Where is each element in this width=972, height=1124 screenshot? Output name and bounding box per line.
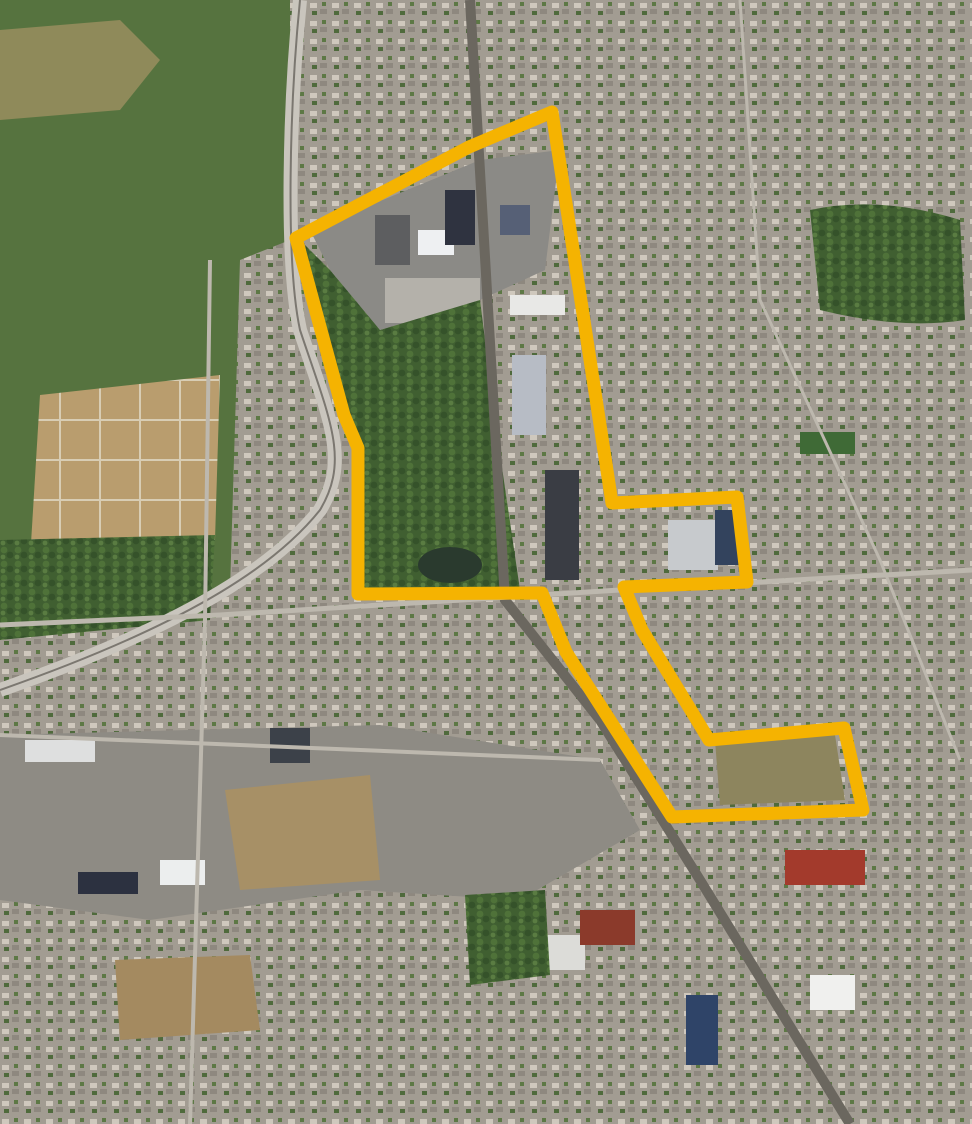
building-roof [668, 520, 718, 570]
warehouse-roof [445, 190, 475, 245]
building-roof [500, 205, 530, 235]
warehouse-roof [375, 215, 410, 265]
site-boundary-outline [289, 105, 870, 824]
southwest-field [115, 955, 260, 1040]
east-lot [715, 735, 845, 805]
building-roof [510, 295, 565, 315]
local-road [0, 733, 601, 762]
building-roof [686, 995, 718, 1065]
building-roof [25, 740, 95, 762]
farm-plots [30, 375, 220, 560]
east-woodland [810, 204, 965, 324]
building-roof [785, 850, 865, 885]
building-roof [78, 872, 138, 894]
railway-corridor [465, 0, 855, 1124]
local-road [188, 259, 212, 1124]
south-lot [225, 775, 380, 890]
southwest-woods [0, 535, 215, 640]
long-shed-roof [545, 470, 579, 580]
long-shed-roof [512, 355, 546, 435]
building-roof [810, 975, 855, 1010]
building-roof [580, 910, 635, 945]
north-field [0, 20, 160, 120]
south-green [465, 890, 550, 985]
pond [418, 547, 482, 583]
local-road [738, 0, 962, 761]
local-road [0, 567, 972, 628]
